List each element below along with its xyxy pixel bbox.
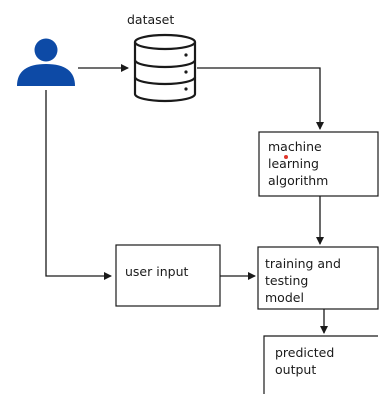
training-testing-label: training and testing model [265,256,341,305]
training-testing-box [257,246,379,310]
user-input-label: user input [125,264,189,279]
dataset-label: dataset [127,12,175,27]
arrow-dataset-to-ml [197,67,324,130]
predicted-output-label: predicted output [275,345,335,377]
user-input-box [115,244,221,307]
database-icon [133,33,197,103]
red-dot-mark [284,155,288,159]
predicted-output-box [263,335,378,394]
arrow-user-to-input [45,90,112,280]
user-icon [17,38,75,86]
ml-algorithm-label: machine learning algorithm [268,139,329,188]
ml-algorithm-box [258,131,379,197]
